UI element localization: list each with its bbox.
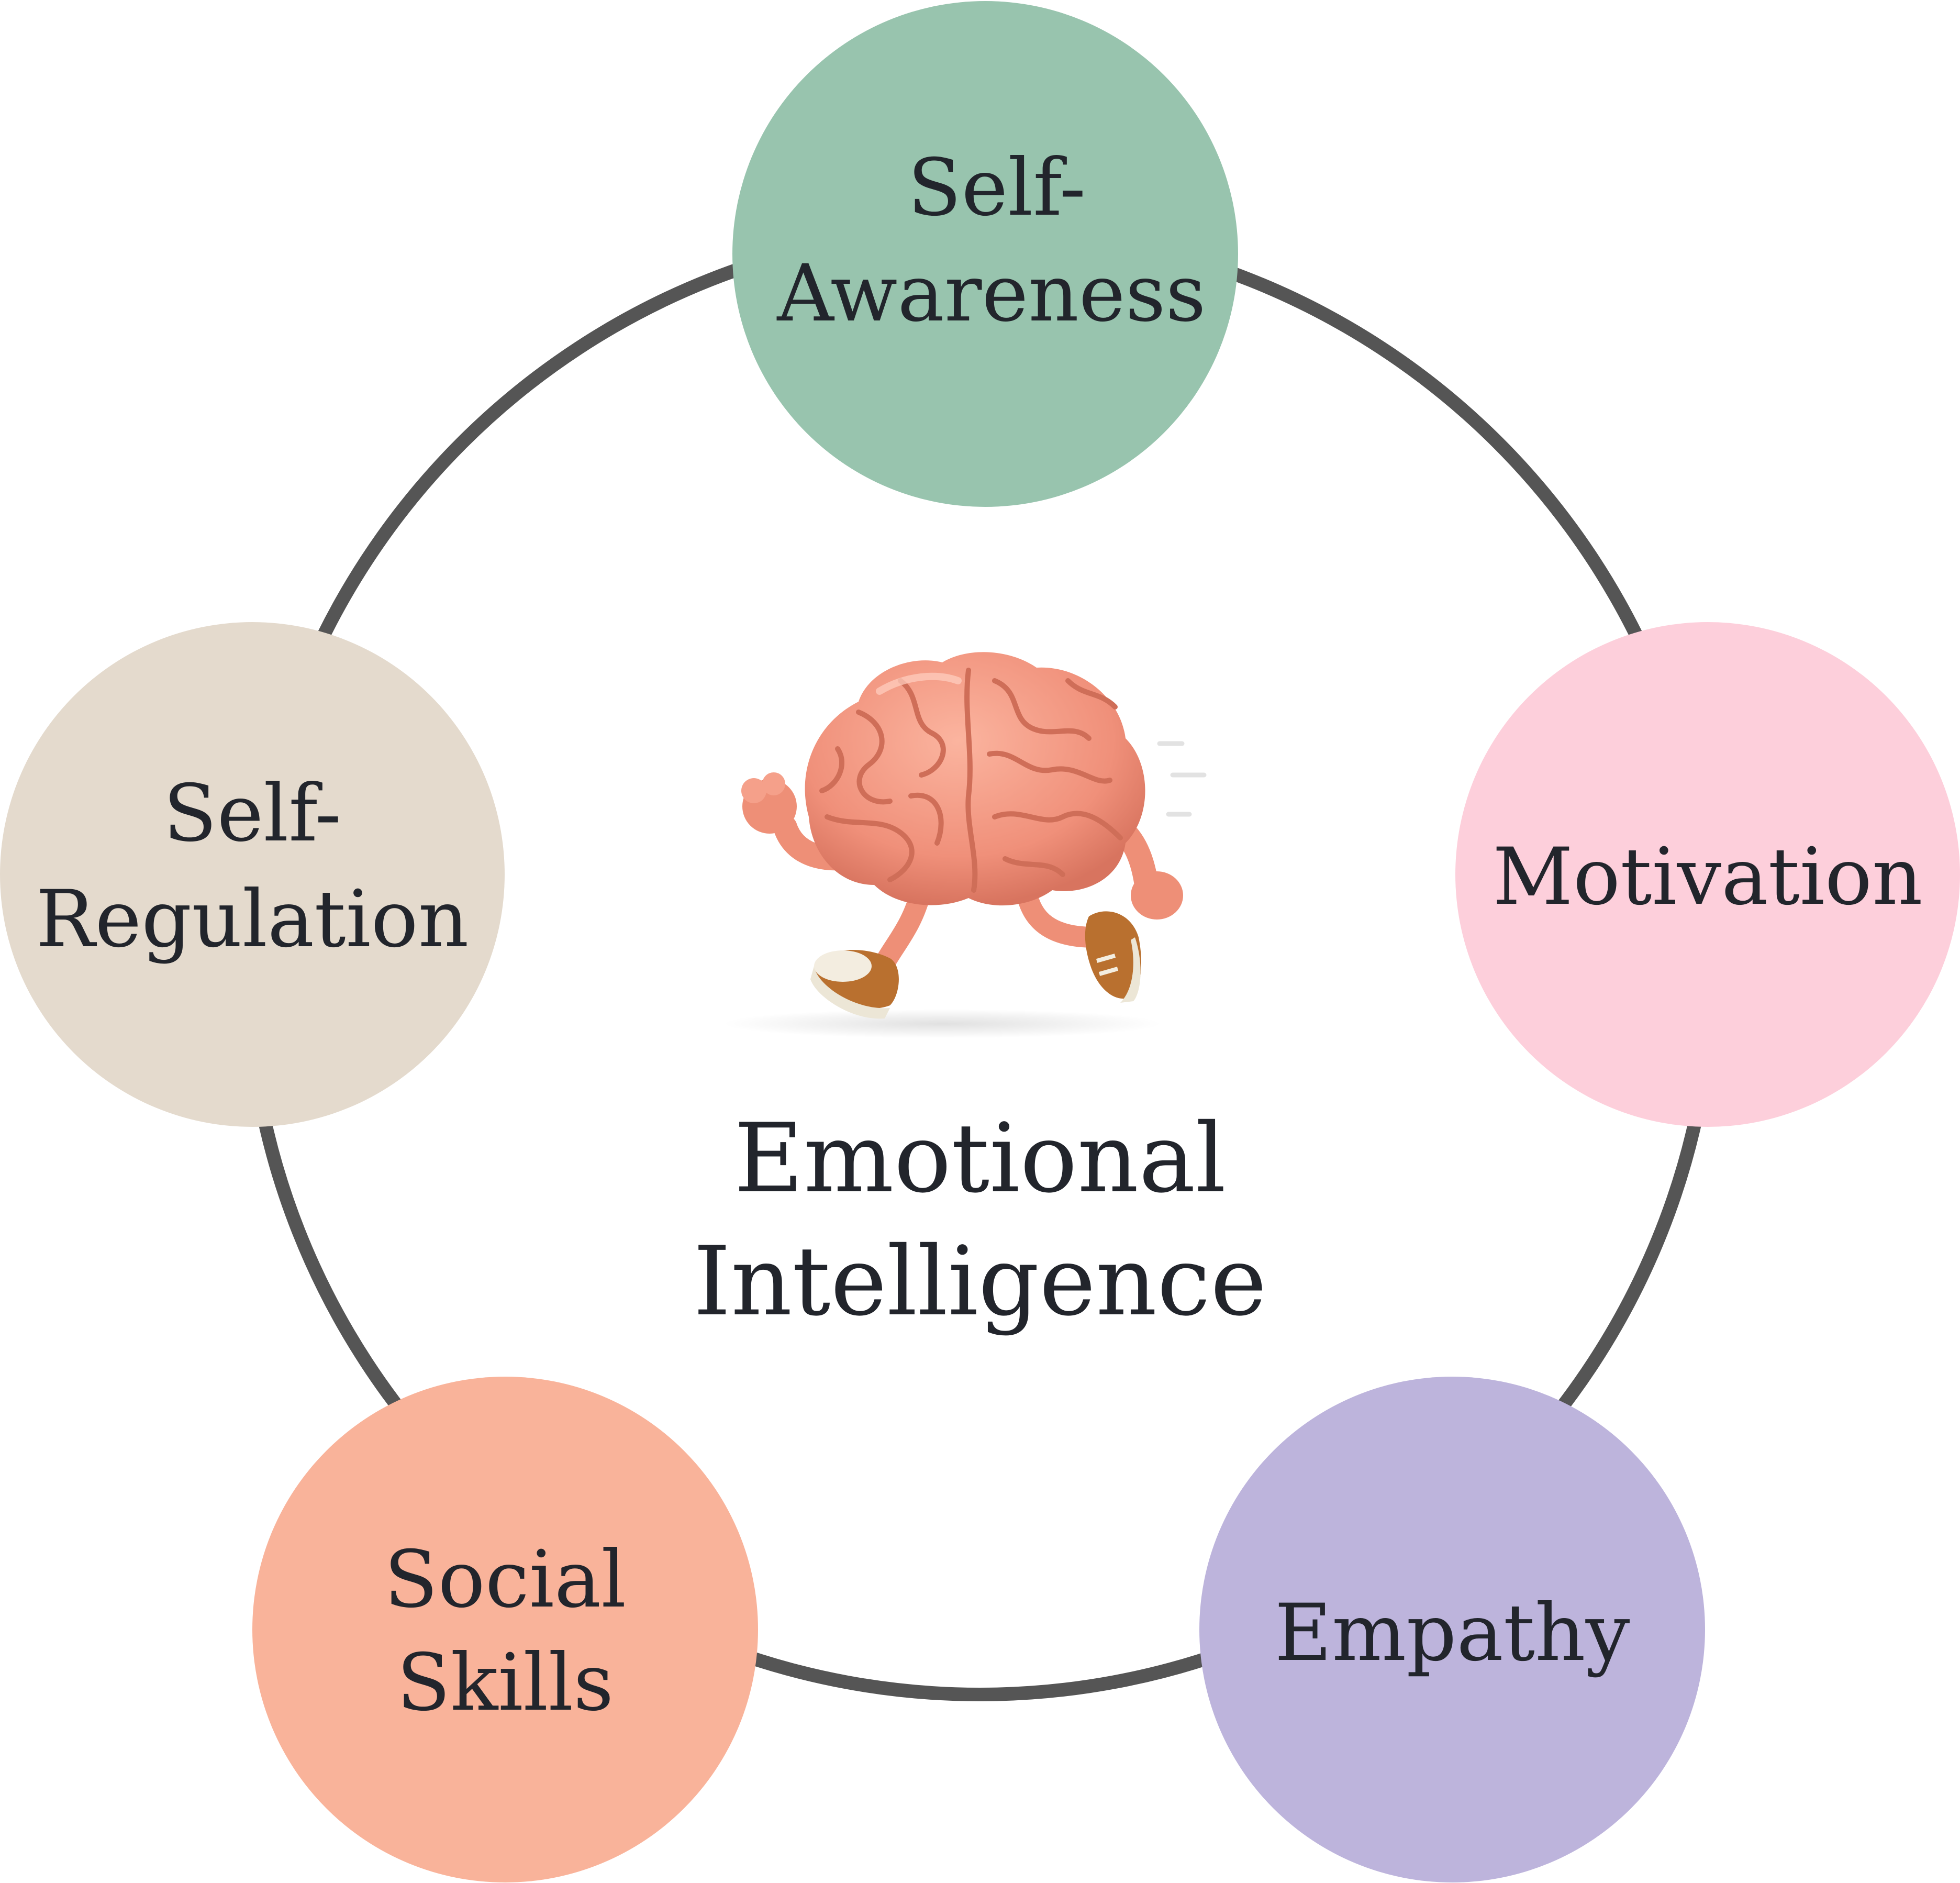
node-self-regulation: Self- Regulation bbox=[0, 622, 505, 1127]
node-self-awareness-label-line1: Self- bbox=[908, 142, 1086, 234]
node-social-skills: Social Skills bbox=[252, 1377, 758, 1882]
center-label-line1: Emotional bbox=[734, 1103, 1226, 1214]
node-self-awareness: Self- Awareness bbox=[732, 1, 1238, 507]
node-social-skills-label-line1: Social bbox=[384, 1534, 626, 1625]
node-motivation: Motivation bbox=[1455, 622, 1960, 1127]
node-self-regulation-label-line1: Self- bbox=[163, 768, 341, 859]
node-self-awareness-circle bbox=[732, 1, 1238, 507]
node-self-awareness-label-line2: Awareness bbox=[776, 248, 1206, 339]
node-empathy-circle bbox=[1199, 1377, 1705, 1882]
node-self-regulation-label-line2: Regulation bbox=[36, 874, 469, 965]
node-social-skills-circle bbox=[252, 1377, 758, 1882]
center-label-line2: Intelligence bbox=[693, 1226, 1267, 1337]
node-self-regulation-circle bbox=[0, 622, 505, 1127]
node-motivation-label: Motivation bbox=[1493, 832, 1922, 923]
node-social-skills-label-line2: Skills bbox=[397, 1637, 614, 1729]
node-motivation-circle bbox=[1455, 622, 1960, 1127]
running-brain-icon bbox=[722, 652, 1207, 1038]
node-empathy-label: Empathy bbox=[1275, 1588, 1630, 1679]
center-label: Emotional Intelligence bbox=[693, 1103, 1267, 1337]
node-empathy: Empathy bbox=[1199, 1377, 1705, 1882]
